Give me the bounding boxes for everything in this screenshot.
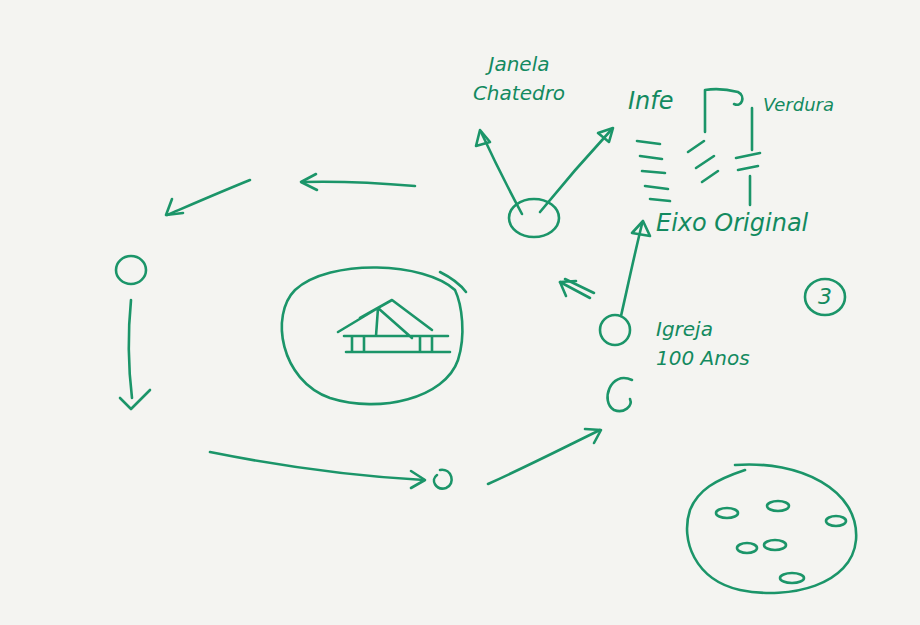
small-oval bbox=[780, 573, 804, 583]
small-oval bbox=[716, 508, 738, 518]
arrow-stroke bbox=[488, 430, 600, 484]
arrow-stroke bbox=[621, 224, 642, 316]
circle-outline bbox=[600, 315, 630, 345]
circle-outline bbox=[598, 313, 634, 349]
arrow-stroke bbox=[129, 300, 132, 398]
small-oval bbox=[767, 501, 789, 511]
arrow-stroke bbox=[167, 180, 250, 215]
arrow-head bbox=[476, 130, 490, 146]
small-oval bbox=[764, 540, 786, 550]
small-oval bbox=[826, 516, 846, 526]
house-drawing bbox=[338, 300, 450, 352]
arrow-head bbox=[585, 429, 601, 443]
arrow-head bbox=[411, 471, 425, 488]
site-circle bbox=[116, 256, 146, 284]
small-spiral bbox=[434, 470, 452, 489]
arrow-stroke bbox=[302, 182, 415, 186]
arrow-head bbox=[166, 199, 183, 215]
small-oval bbox=[737, 543, 757, 553]
arrow-stroke bbox=[540, 129, 612, 212]
arrow-head bbox=[598, 128, 613, 142]
circle-node: Igreja 100 Anos bbox=[598, 313, 758, 377]
handwritten-label: Eixo Original bbox=[656, 206, 808, 241]
bracket bbox=[705, 89, 742, 132]
arrow-head bbox=[560, 281, 576, 296]
structure-mark bbox=[736, 108, 760, 205]
handwritten-label: Infe bbox=[628, 84, 674, 119]
arrow-head bbox=[120, 390, 150, 409]
arrow-stroke bbox=[481, 132, 522, 214]
arrow-stroke bbox=[210, 452, 424, 480]
circle-outline bbox=[805, 279, 845, 315]
node-text: Igreja 100 Anos bbox=[656, 315, 754, 373]
arrow-head bbox=[301, 174, 317, 190]
group-oval bbox=[687, 464, 856, 593]
arrow-head bbox=[632, 221, 650, 236]
circle-node: 3 bbox=[803, 276, 847, 318]
handwritten-label: Janela Chatedro bbox=[460, 50, 578, 108]
site-boundary bbox=[282, 267, 466, 404]
small-spiral bbox=[608, 378, 632, 411]
hatching bbox=[637, 141, 670, 201]
arrow-stroke bbox=[560, 279, 594, 298]
handwritten-label: Verdura bbox=[763, 92, 834, 118]
hatching bbox=[688, 141, 718, 182]
node-text: 3 bbox=[818, 286, 832, 308]
